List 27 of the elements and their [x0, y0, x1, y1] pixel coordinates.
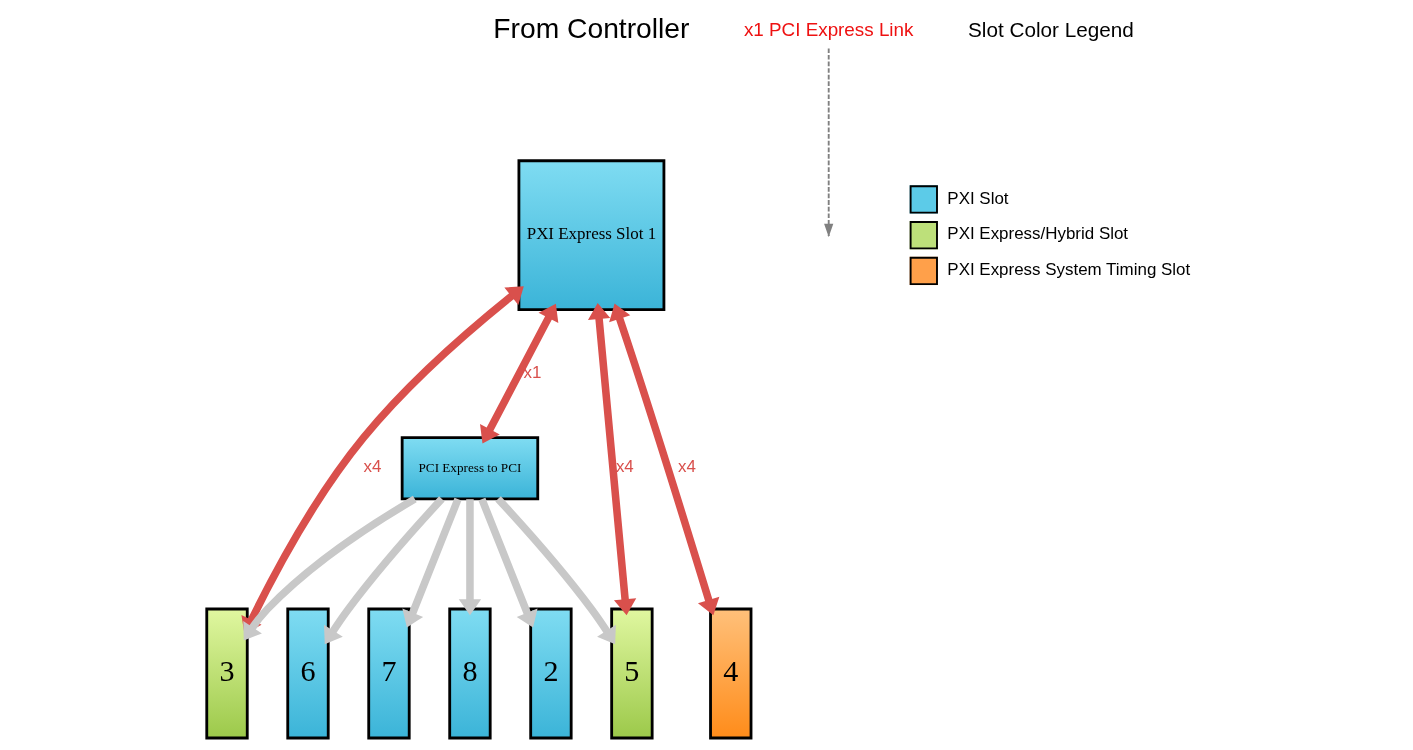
edge-label: x1 [523, 362, 542, 382]
edge-label: x4 [363, 457, 381, 477]
node-box: 3 [204, 607, 249, 740]
node-box: 5 [609, 607, 654, 740]
arrow [323, 496, 445, 645]
legend-label: PXI Slot [946, 188, 1009, 208]
node-box: PCI Express to PCI [400, 436, 539, 501]
node-box: 6 [285, 607, 330, 740]
arrow [477, 497, 537, 628]
legend-label: PXI Express System Timing Slot [946, 260, 1190, 280]
node-text: x1 PCI Express Link [743, 19, 913, 41]
edge-label: x4 [677, 457, 696, 477]
arrow [401, 497, 461, 628]
label: From Controller [492, 12, 689, 45]
node-box: 2 [528, 607, 573, 740]
label: Slot Color Legend [967, 17, 1134, 41]
legend-label: PXI Express/Hybrid Slot [946, 224, 1128, 244]
arrow [479, 303, 558, 444]
node-box: PXI Express Slot 1 [517, 159, 665, 311]
node-box: 4 [708, 607, 752, 740]
arrow [458, 499, 481, 616]
node-box: 7 [366, 607, 411, 740]
arrow [494, 496, 616, 645]
node-box: 8 [447, 607, 492, 740]
edge-label: x4 [615, 457, 634, 477]
arrow [587, 303, 636, 616]
arrow [608, 303, 719, 616]
